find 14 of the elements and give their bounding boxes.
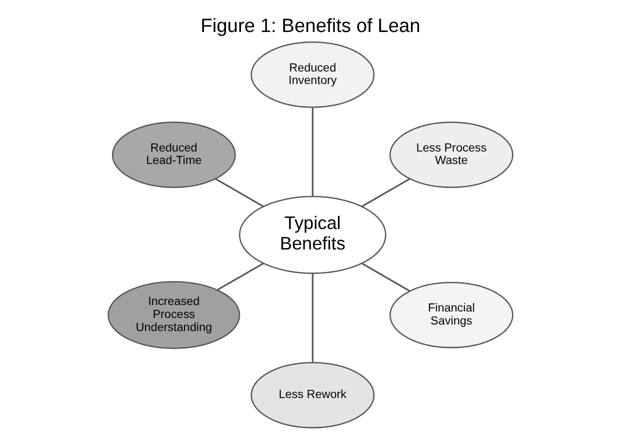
- node-ellipse: Less Process Waste: [388, 122, 513, 188]
- node-ellipse: Financial Savings: [388, 282, 513, 348]
- connector: [361, 262, 410, 292]
- node-ellipse: Reduced Lead-Time: [111, 122, 236, 188]
- node-ellipse: Reduced Inventory: [250, 42, 374, 108]
- node-ellipse: Less Rework: [250, 362, 374, 428]
- connector: [216, 262, 264, 291]
- node-ellipse: Increased Process Understanding: [107, 281, 240, 349]
- connector: [311, 274, 313, 362]
- diagram-title: Figure 1: Benefits of Lean: [200, 16, 420, 37]
- connector: [361, 178, 410, 208]
- connector: [311, 108, 313, 196]
- node-ellipse: Typical Benefits: [238, 196, 386, 274]
- connector: [214, 178, 264, 208]
